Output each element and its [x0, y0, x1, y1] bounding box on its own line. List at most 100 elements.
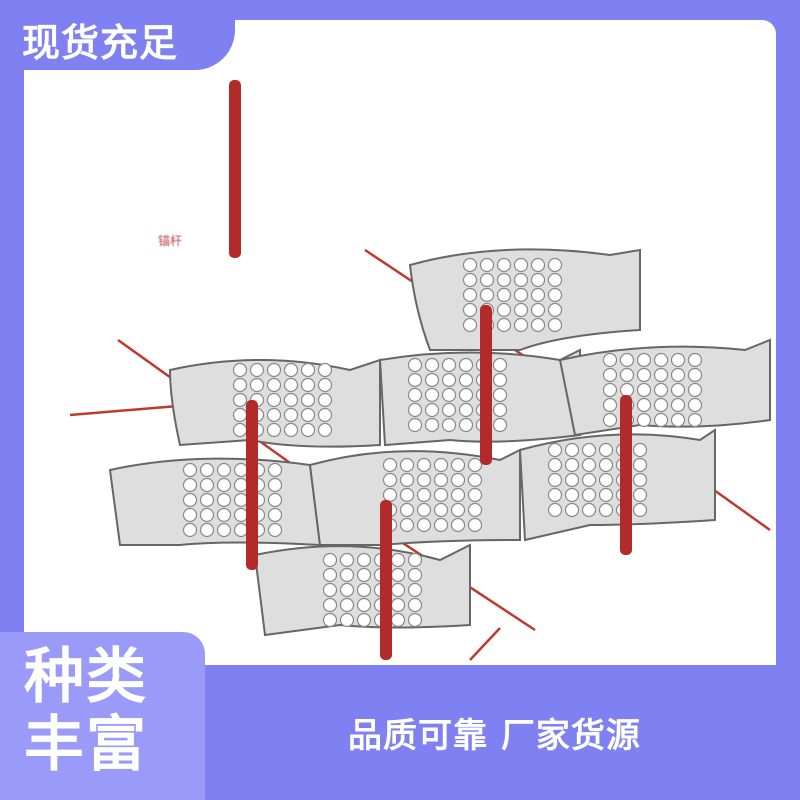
- perforation-hole: [530, 287, 546, 303]
- perforation-hole: [653, 352, 669, 368]
- stock-badge-text: 现货充足: [22, 21, 179, 65]
- perforation-hole: [233, 477, 249, 493]
- slogan-text: 品质可靠 厂家货源: [348, 716, 641, 756]
- perforation-hole: [267, 492, 283, 508]
- perforation-hole: [636, 412, 652, 428]
- perforation-hole: [232, 422, 248, 438]
- perforation-hole: [266, 362, 282, 378]
- perforation-hole: [496, 287, 512, 303]
- perforation-hole: [233, 522, 249, 538]
- perforation-hole: [547, 272, 563, 288]
- variety-line2: 丰富: [24, 710, 148, 780]
- perforation-hole: [636, 397, 652, 413]
- perforation-hole: [390, 552, 406, 568]
- perforation-hole: [399, 502, 415, 518]
- perforation-hole: [433, 457, 449, 473]
- perforation-hole: [416, 472, 432, 488]
- perforation-hole: [339, 567, 355, 583]
- perforation-hole: [632, 442, 648, 458]
- perforation-hole: [636, 367, 652, 383]
- rebar-line: [469, 627, 501, 661]
- perforation-hole: [283, 392, 299, 408]
- perforation-hole: [249, 377, 265, 393]
- perforation-hole: [300, 362, 316, 378]
- perforation-hole: [530, 302, 546, 318]
- perforation-hole: [619, 352, 635, 368]
- perforation-hole: [182, 477, 198, 493]
- perforation-hole: [513, 287, 529, 303]
- perforation-hole: [433, 472, 449, 488]
- perforation-hole: [619, 382, 635, 398]
- perforation-hole: [199, 522, 215, 538]
- perforation-hole: [216, 462, 232, 478]
- perforation-hole: [356, 552, 372, 568]
- perforation-hole: [547, 442, 563, 458]
- perforation-hole: [339, 597, 355, 613]
- perforation-hole: [182, 522, 198, 538]
- perforation-hole: [653, 412, 669, 428]
- anchor-rod: [480, 305, 492, 465]
- perforation-hole: [602, 367, 618, 383]
- perforation-hole: [182, 492, 198, 508]
- perforation-hole: [632, 487, 648, 503]
- perforation-hole: [339, 552, 355, 568]
- perforation-hole: [416, 517, 432, 533]
- perforation-hole: [267, 477, 283, 493]
- perforation-hole: [467, 517, 483, 533]
- perforation-hole: [670, 382, 686, 398]
- perforation-hole: [182, 462, 198, 478]
- perforation-hole: [462, 272, 478, 288]
- perforation-hole: [233, 462, 249, 478]
- perforation-hole: [216, 477, 232, 493]
- rebar-line: [69, 403, 191, 417]
- perforation-hole: [496, 302, 512, 318]
- perforation-hole: [619, 367, 635, 383]
- perforation-hole: [564, 457, 580, 473]
- perforation-hole: [479, 287, 495, 303]
- perforation-hole: [317, 407, 333, 423]
- perforation-hole: [283, 422, 299, 438]
- perforation-hole: [450, 517, 466, 533]
- perforation-hole: [322, 597, 338, 613]
- perforation-hole: [216, 492, 232, 508]
- perforation-hole: [547, 457, 563, 473]
- perforation-hole: [407, 402, 423, 418]
- perforation-hole: [416, 502, 432, 518]
- geocell-strip: [108, 457, 322, 547]
- perforation-hole: [266, 392, 282, 408]
- perforation-hole: [317, 362, 333, 378]
- perforation-hole: [530, 317, 546, 333]
- perforation-hole: [382, 457, 398, 473]
- perforation-hole: [632, 502, 648, 518]
- perforation-hole: [479, 272, 495, 288]
- perforation-hole: [322, 612, 338, 628]
- perforation-hole: [687, 382, 703, 398]
- perforation-hole: [283, 407, 299, 423]
- perforation-hole: [598, 442, 614, 458]
- perforation-hole: [199, 477, 215, 493]
- perforation-hole: [407, 552, 423, 568]
- perforation-hole: [492, 372, 508, 388]
- perforation-hole: [450, 487, 466, 503]
- perforation-hole: [441, 417, 457, 433]
- perforation-hole: [547, 502, 563, 518]
- perforation-hole: [564, 502, 580, 518]
- perforation-hole: [399, 517, 415, 533]
- perforation-hole: [547, 287, 563, 303]
- perforation-hole: [513, 272, 529, 288]
- perforation-hole: [416, 457, 432, 473]
- perforation-hole: [382, 472, 398, 488]
- perforation-hole: [424, 357, 440, 373]
- perforation-hole: [317, 422, 333, 438]
- perforation-hole: [492, 417, 508, 433]
- variety-line1: 种类: [24, 642, 148, 712]
- perforation-hole: [602, 397, 618, 413]
- perforation-hole: [458, 402, 474, 418]
- perforation-hole: [670, 367, 686, 383]
- perforation-hole: [458, 357, 474, 373]
- perforation-hole: [687, 397, 703, 413]
- perforation-hole: [598, 457, 614, 473]
- perforation-hole: [407, 357, 423, 373]
- perforation-hole: [216, 507, 232, 523]
